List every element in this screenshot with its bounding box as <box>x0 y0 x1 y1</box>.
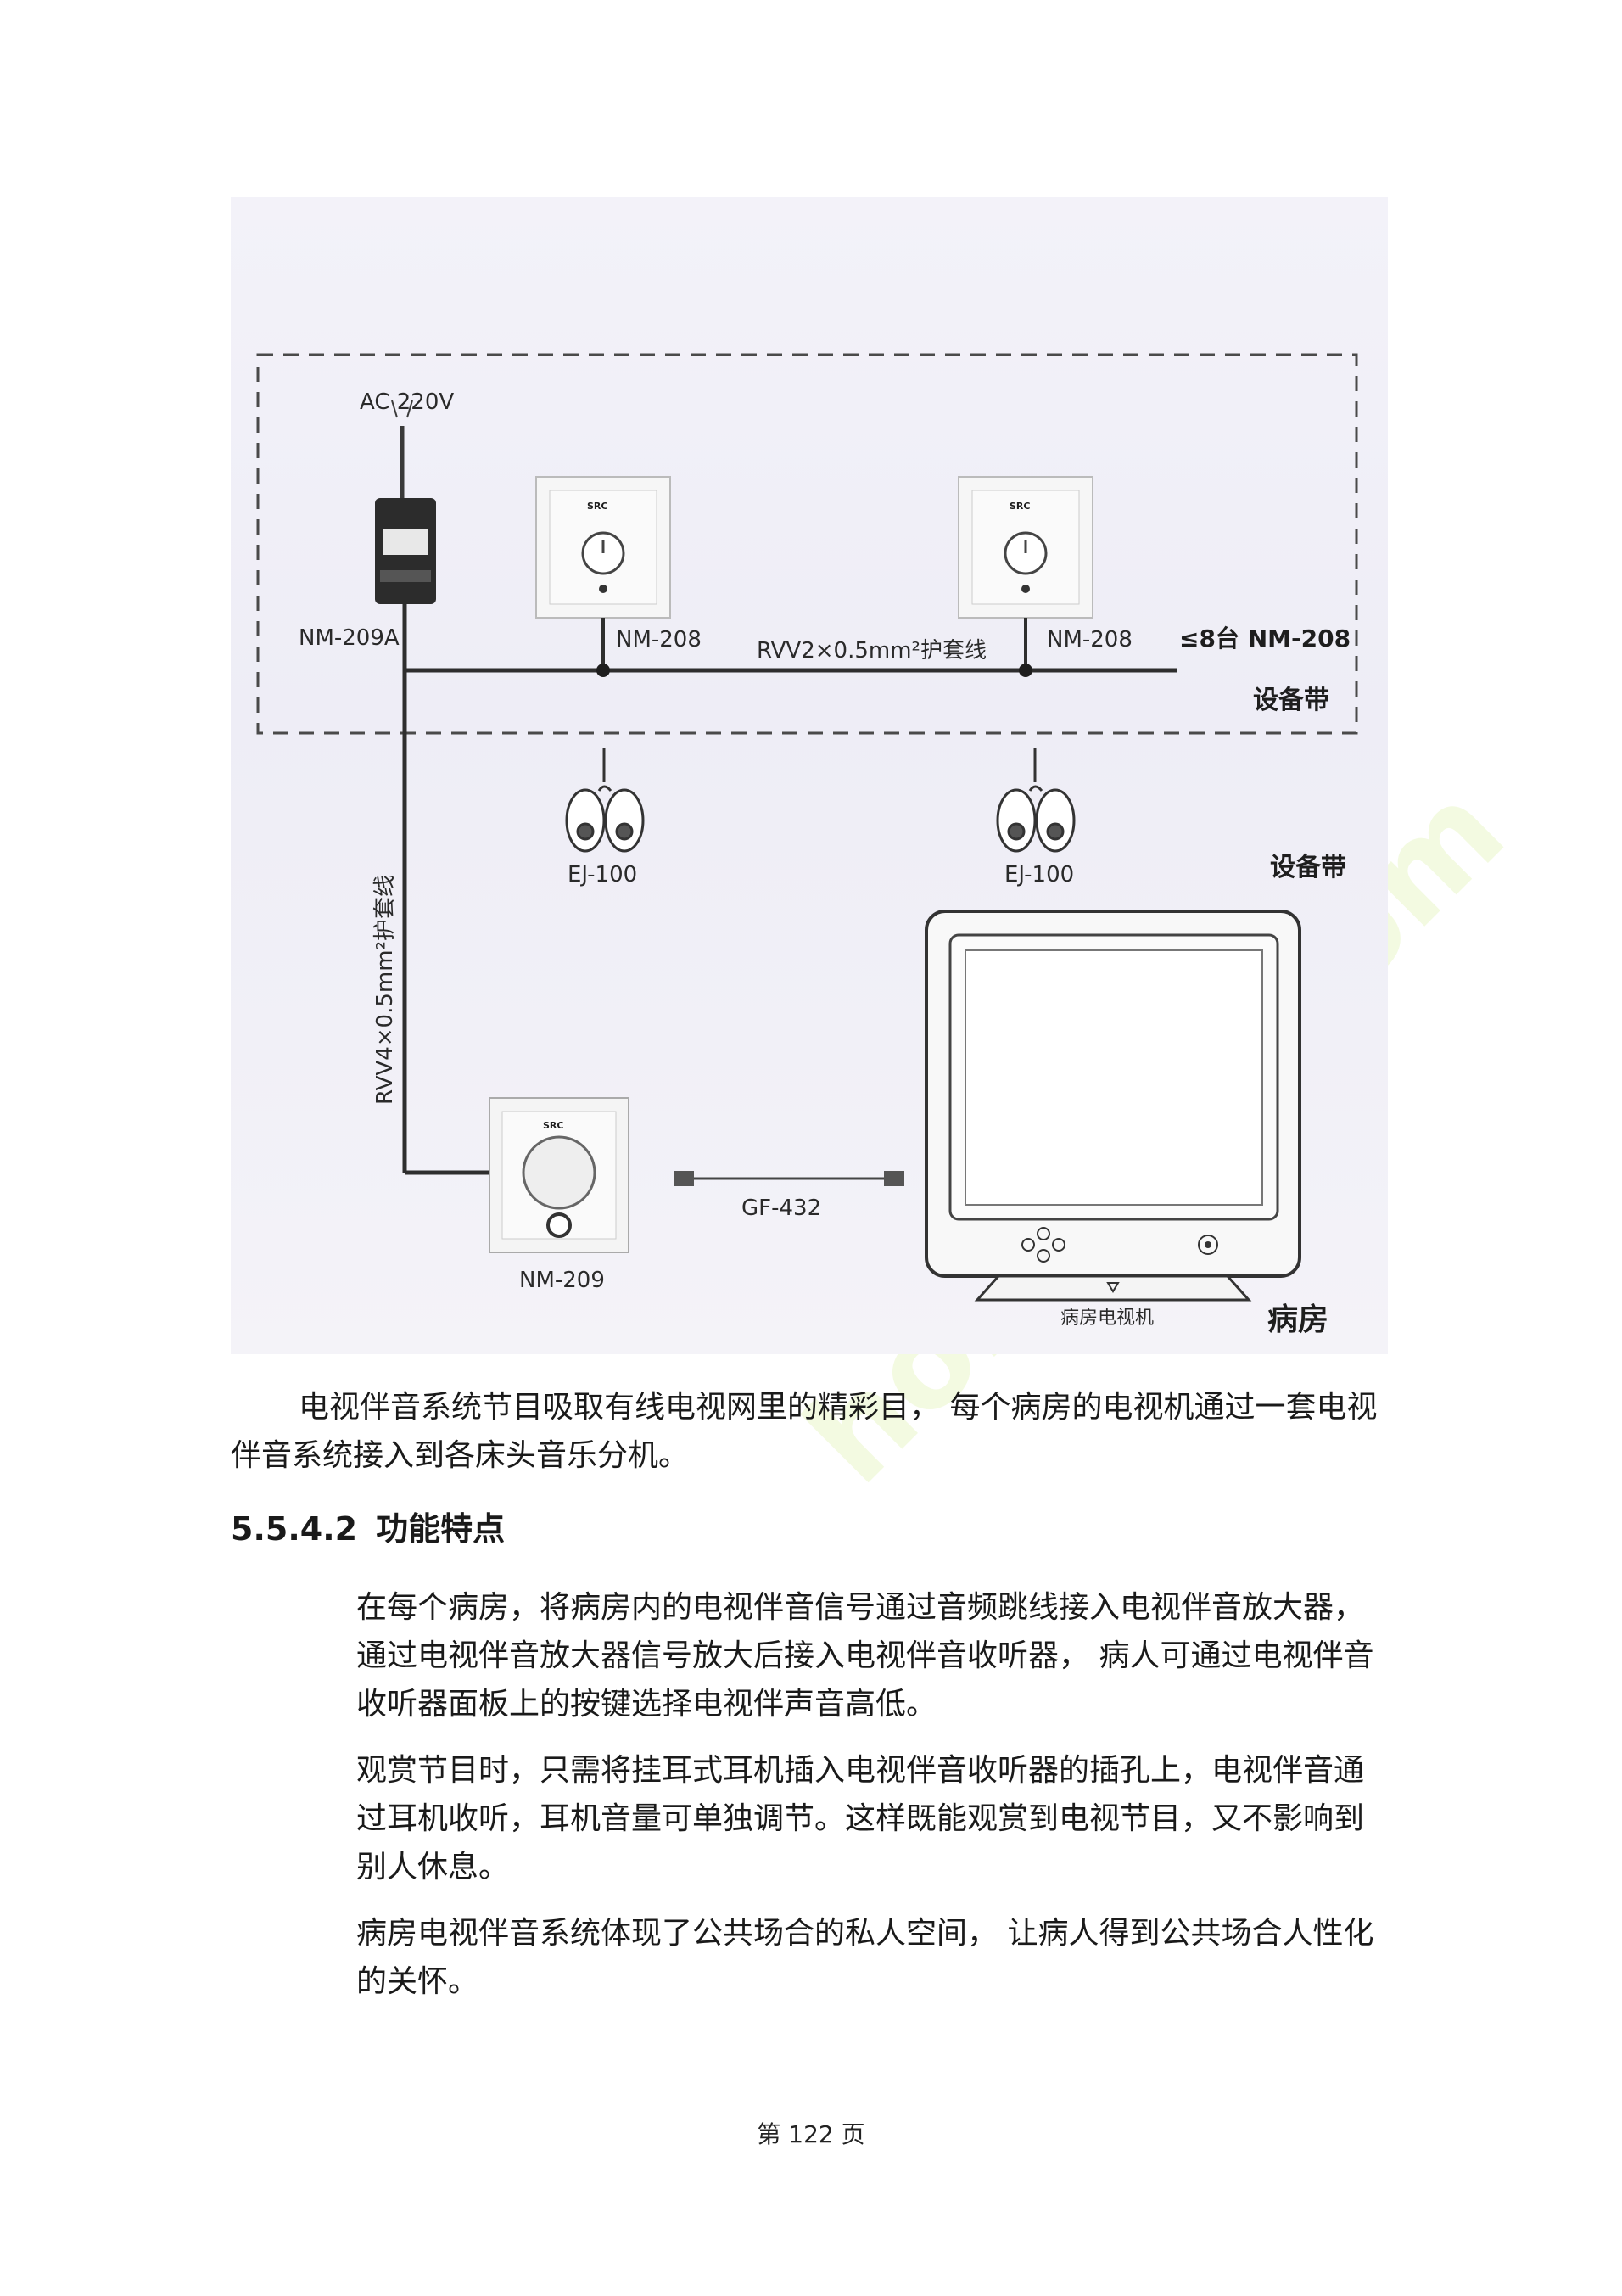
gf432-label: GF-432 <box>741 1196 821 1221</box>
rvv2-label: RVV2×0.5mm²护套线 <box>757 638 987 664</box>
nm208-panel-2 <box>958 476 1093 619</box>
section-title: 功能特点 <box>376 1510 506 1548</box>
nm208-panel-1 <box>535 476 671 619</box>
src-logo-1: SRC <box>587 501 607 512</box>
ej100-earphone-1 <box>565 748 645 853</box>
nm209a-unit <box>375 498 436 604</box>
junction-1 <box>596 664 610 677</box>
intro-line-1: 电视伴音系统节目吸取有线电视网里的精彩目， 每个病房的电视机通过一套电视 <box>299 1390 1378 1425</box>
p2-line-3: 别人休息。 <box>356 1850 510 1884</box>
src-logo-2: SRC <box>1010 501 1030 512</box>
p2-line-1: 观赏节目时，只需将挂耳式耳机插入电视伴音收听器的插孔上，电视伴音通 <box>356 1753 1365 1788</box>
p1-line-1: 在每个病房，将病房内的电视伴音信号通过音频跳线接入电视伴音放大器， <box>356 1590 1365 1625</box>
ward-tv <box>925 910 1301 1302</box>
p2-line-2: 过耳机收听，耳机音量可单独调节。这样既能观赏到电视节目，又不影响到 <box>356 1801 1365 1836</box>
nm208-label-2: NM-208 <box>1047 627 1133 652</box>
section-heading: 5.5.4.2 功能特点 <box>231 1504 505 1554</box>
src-logo-3: SRC <box>543 1120 563 1131</box>
p3-line-1: 病房电视伴音系统体现了公共场合的私人空间， 让病人得到公共场合人性化 <box>356 1916 1374 1951</box>
gf432-cable <box>674 1171 904 1186</box>
ej100-label-1: EJ-100 <box>568 862 637 888</box>
p3-line-2: 的关怀。 <box>356 1964 479 1999</box>
ej100-label-2: EJ-100 <box>1004 862 1074 888</box>
diagram-svg: AC 220V NM-209A SRC NM-208 RVV2×0.5mm²护套… <box>256 353 1358 1337</box>
wiring-diagram: AC 220V NM-209A SRC NM-208 RVV2×0.5mm²护套… <box>231 197 1388 1354</box>
ward-label: 病房 <box>1267 1302 1328 1337</box>
ac-220v-label: AC 220V <box>360 389 454 415</box>
nm208-label-1: NM-208 <box>616 627 702 652</box>
nm209a-label: NM-209A <box>299 625 400 651</box>
junction-2 <box>1019 664 1032 677</box>
p1-line-3: 收听器面板上的按键选择电视伴声音高低。 <box>356 1687 937 1722</box>
equip-band-label-1: 设备带 <box>1253 686 1329 715</box>
tv-label: 病房电视机 <box>1060 1308 1154 1329</box>
nm209-label: NM-209 <box>519 1268 605 1293</box>
max8-label: ≤8台 NM-208 <box>1179 624 1351 652</box>
intro-line-2: 伴音系统接入到各床头音乐分机。 <box>231 1438 690 1473</box>
page-number: 第 122 页 <box>757 2120 865 2148</box>
nm209-receiver <box>489 1097 629 1253</box>
equipment-band-frame <box>256 353 1358 735</box>
equip-band-label-2: 设备带 <box>1270 853 1346 882</box>
ej100-earphone-2 <box>996 748 1076 853</box>
p1-line-2: 通过电视伴音放大器信号放大后接入电视伴音收听器， 病人可通过电视伴音 <box>356 1638 1374 1673</box>
rvv4-label: RVV4×0.5mm²护套线 <box>372 875 398 1105</box>
section-number: 5.5.4.2 <box>231 1510 358 1548</box>
